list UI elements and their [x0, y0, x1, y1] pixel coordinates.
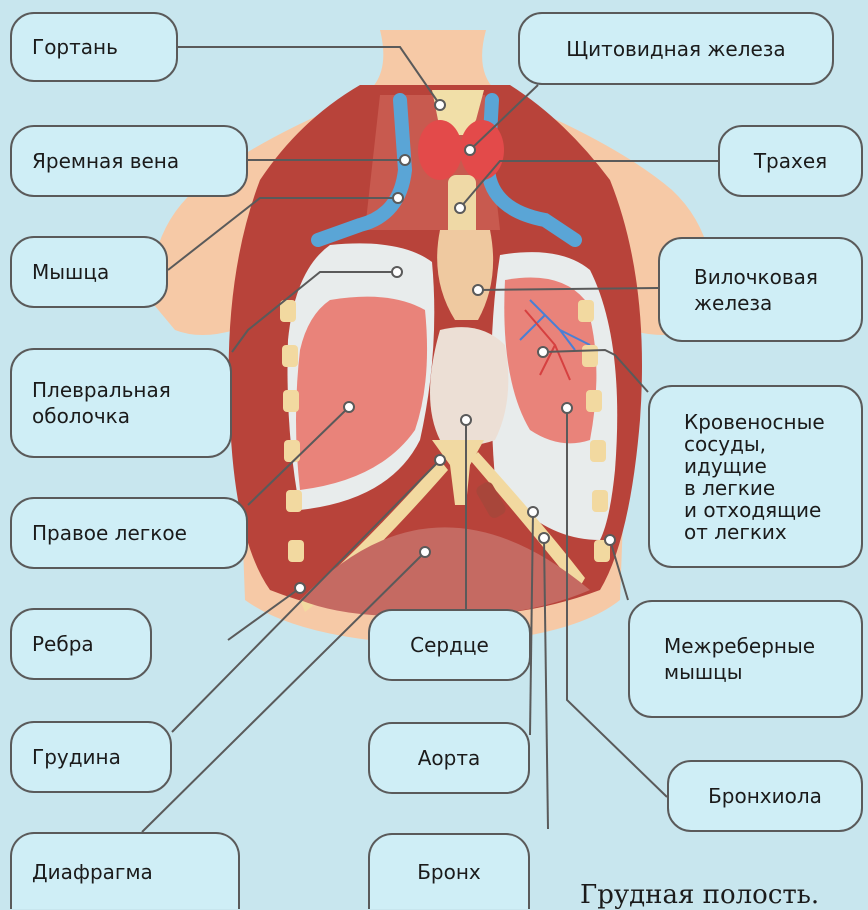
label-muscle: Мышца — [10, 236, 168, 308]
label-right-lung: Правое легкое — [10, 497, 248, 569]
label-intercostal-muscles: Межреберные мышцы — [628, 600, 863, 718]
label-thyroid: Щитовидная железа — [518, 12, 834, 85]
label-larynx: Гортань — [10, 12, 178, 82]
label-jugular-vein: Яремная вена — [10, 125, 248, 197]
label-blood-vessels: Кровеносные сосуды, идущие в легкие и от… — [648, 385, 863, 568]
heart-shape — [430, 327, 508, 445]
label-thymus: Вилочковая железа — [658, 237, 863, 342]
label-bronchus: Бронх — [368, 833, 530, 909]
figure-caption: Грудная полость. — [580, 880, 819, 910]
label-aorta: Аорта — [368, 722, 530, 794]
label-ribs: Ребра — [10, 608, 152, 680]
label-bronchiole: Бронхиола — [667, 760, 863, 832]
label-diaphragm: Диафрагма — [10, 832, 240, 909]
label-sternum: Грудина — [10, 721, 172, 793]
thyroid-lobe-left — [418, 120, 462, 180]
label-heart: Сердце — [368, 609, 531, 681]
label-pleura: Плевральная оболочка — [10, 348, 232, 458]
label-trachea: Трахея — [718, 125, 863, 197]
